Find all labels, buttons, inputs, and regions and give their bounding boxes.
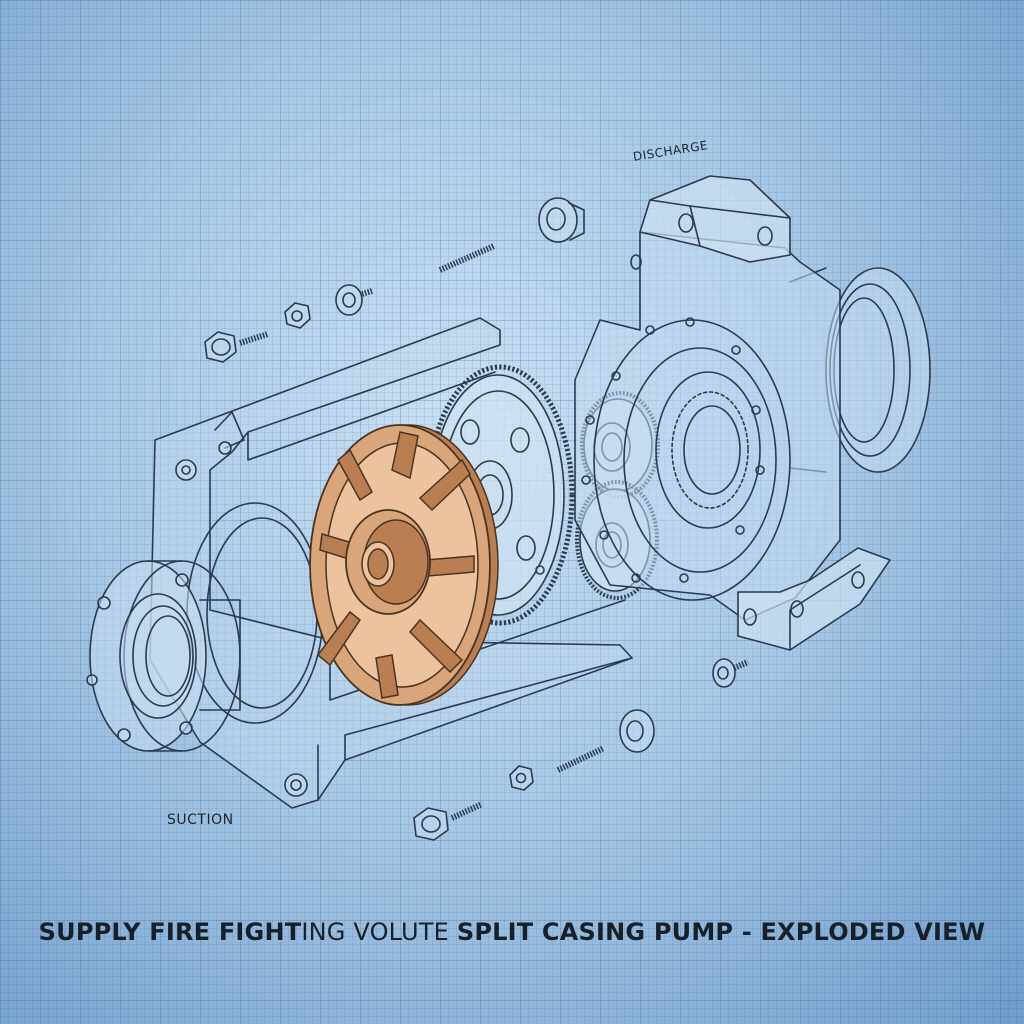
stud-bottom — [556, 745, 606, 773]
nut-top-2 — [538, 197, 585, 243]
bolt-top-left — [204, 331, 269, 363]
nut-top-1 — [284, 302, 311, 329]
nut-bottom-1 — [509, 765, 534, 791]
suction-casing-half — [149, 317, 633, 809]
caption-part-2: ING VOLUTE — [301, 918, 457, 946]
stud-top — [438, 243, 496, 273]
washer-top-1 — [335, 284, 373, 316]
screw-bottom-right — [712, 658, 750, 688]
caption-part-1: SUPPLY FIRE FIGHT — [38, 918, 302, 946]
suction-label: SUCTION — [167, 812, 234, 828]
bolt-bottom-left — [413, 801, 484, 841]
caption-part-3: SPLIT CASING PUMP - EXPLODED VIEW — [456, 918, 986, 946]
discharge-volute-casing — [574, 175, 931, 651]
suction-flange — [86, 560, 241, 752]
bronze-impeller — [309, 424, 499, 706]
diagram-caption: SUPPLY FIRE FIGHTING VOLUTE SPLIT CASING… — [0, 918, 1024, 946]
washer-bottom — [619, 709, 655, 753]
